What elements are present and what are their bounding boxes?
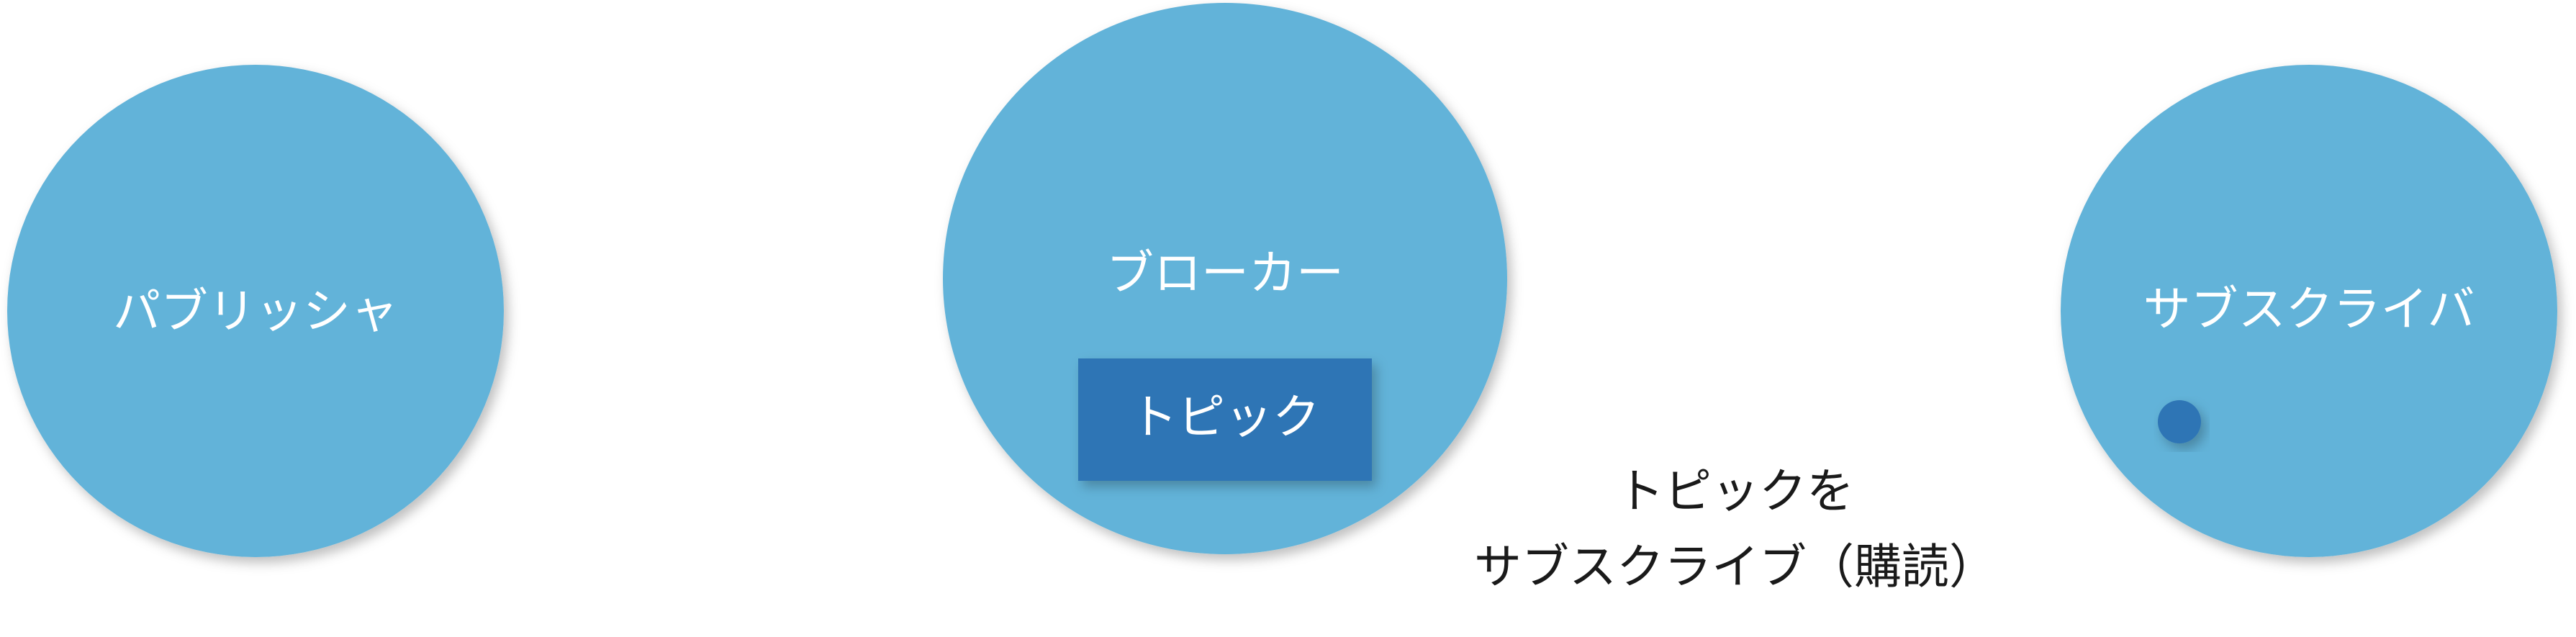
subscribe-edge-label: トピックを サブスクライブ（購読）: [1474, 464, 1997, 595]
broker-node: ブローカー トピック: [943, 3, 1507, 554]
topic-rect: [1078, 358, 1372, 481]
publisher-label: パブリッシャ: [113, 284, 398, 339]
publisher-circle: [7, 65, 504, 557]
subscriber-node: サブスクライバ: [2061, 65, 2557, 557]
subscribe-arrow: [1372, 364, 2201, 479]
subscriber-label: サブスクライバ: [2143, 281, 2475, 337]
topic-box: トピック: [1078, 358, 1372, 481]
topic-label: トピック: [1130, 389, 1320, 445]
edge-label-line1: トピックを: [1617, 464, 1854, 519]
publisher-node: パブリッシャ: [7, 65, 504, 557]
broker-label: ブローカー: [1106, 245, 1344, 301]
edge-label-line2: サブスクライブ（購読）: [1474, 539, 1997, 595]
arrow-origin-dot: [2158, 400, 2201, 443]
